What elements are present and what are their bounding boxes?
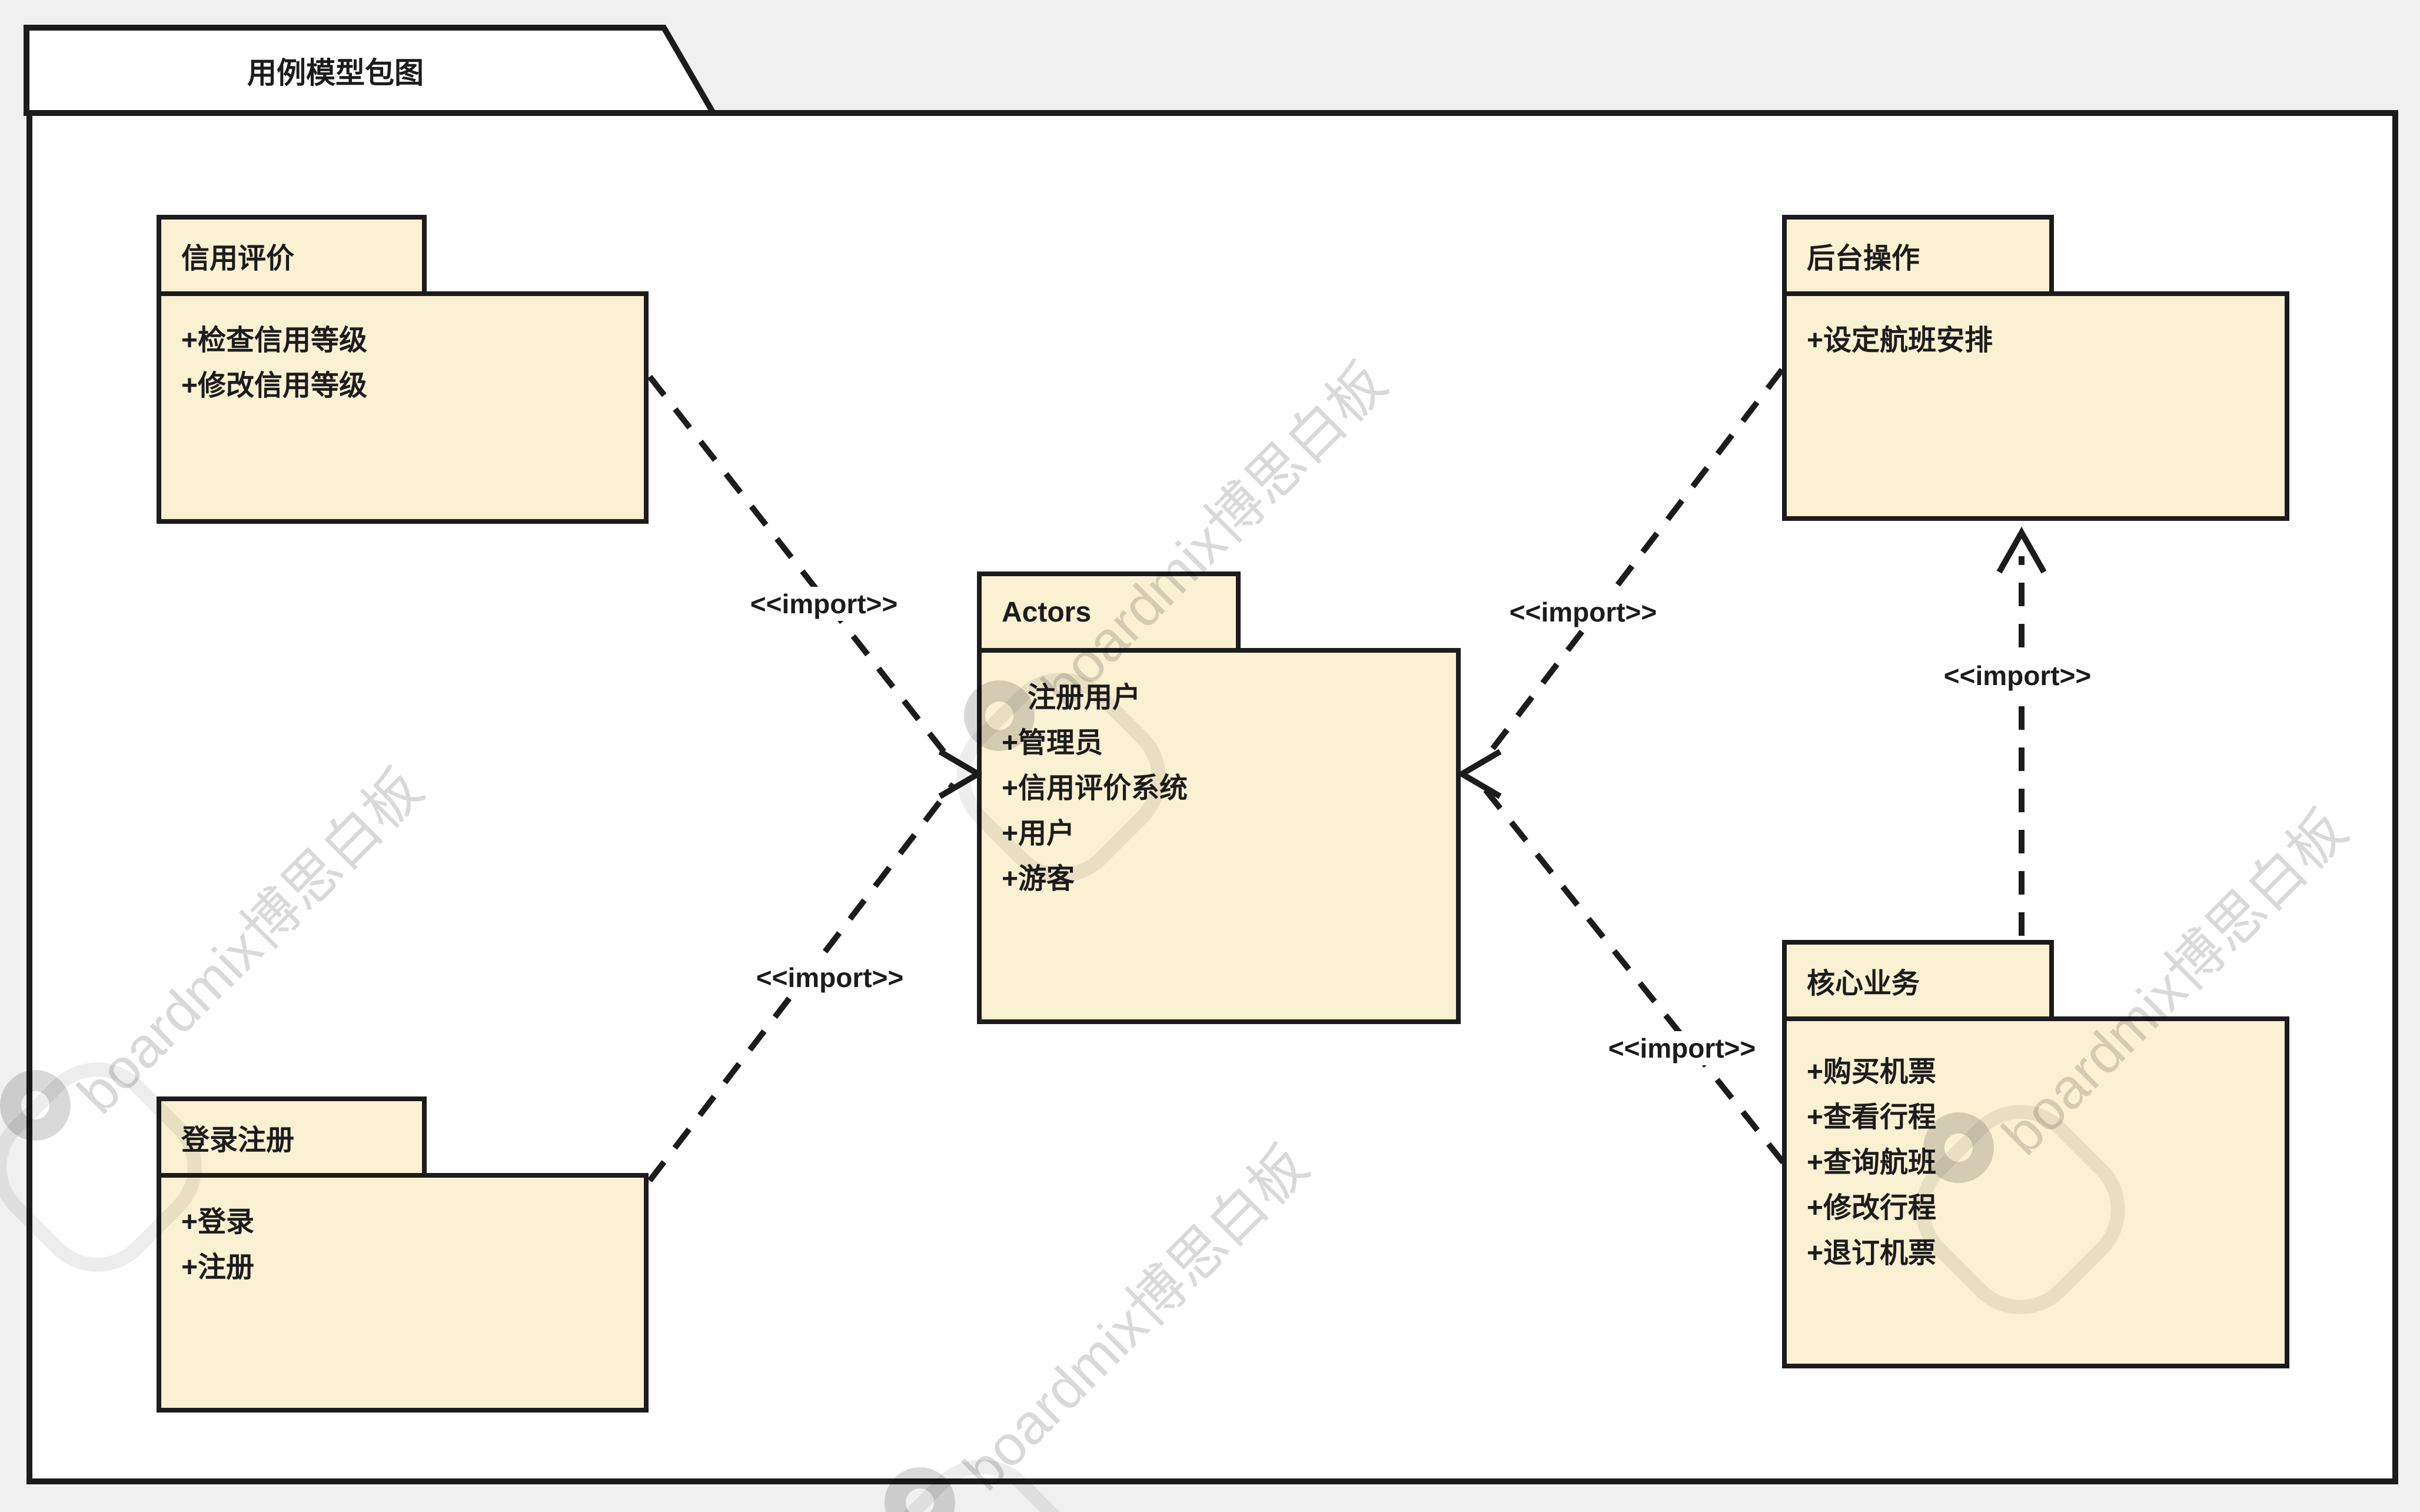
frame-title: 用例模型包图 [247, 57, 424, 89]
import-label-core-to-backend: <<import>> [1935, 659, 2100, 693]
package-body-login-register[interactable]: +登录 +注册 [157, 1173, 649, 1413]
package-member: +管理员 [1002, 727, 1103, 759]
package-title-login-register: 登录注册 [181, 1125, 295, 1156]
import-label-backend-to-actors: <<import>> [1501, 595, 1666, 629]
package-member: +检查信用等级 [181, 325, 368, 356]
package-body-backend-ops[interactable]: +设定航班安排 [1782, 291, 2289, 521]
package-title-backend-ops: 后台操作 [1807, 243, 1920, 274]
package-tab-backend-ops[interactable]: 后台操作 [1782, 215, 2054, 296]
package-body-core-business[interactable]: +购买机票 +查看行程 +查询航班 +修改行程 +退订机票 [1782, 1016, 2289, 1368]
package-member: +修改信用等级 [181, 370, 368, 401]
import-label-login-to-actors: <<import>> [747, 961, 912, 995]
package-member: +注册 [181, 1252, 255, 1283]
package-member: +游客 [1002, 863, 1075, 895]
package-tab-actors[interactable]: Actors [977, 571, 1241, 653]
package-member: +设定航班安排 [1807, 325, 1993, 356]
package-tab-login-register[interactable]: 登录注册 [157, 1096, 427, 1178]
package-body-actors[interactable]: 注册用户 +管理员 +信用评价系统 +用户 +游客 [977, 648, 1461, 1024]
package-member: +退订机票 [1807, 1238, 1937, 1269]
package-title-core-business: 核心业务 [1807, 968, 1920, 999]
package-member: +信用评价系统 [1002, 773, 1188, 804]
package-tab-core-business[interactable]: 核心业务 [1782, 940, 2054, 1021]
package-title-actors: Actors [1002, 596, 1092, 628]
package-member: +用户 [1002, 818, 1075, 849]
package-tab-credit-rating[interactable]: 信用评价 [157, 215, 427, 296]
package-member: +登录 [181, 1207, 255, 1238]
package-title-credit-rating: 信用评价 [181, 243, 295, 274]
import-label-credit-to-actors: <<import>> [742, 587, 906, 621]
import-label-core-to-actors: <<import>> [1600, 1031, 1764, 1065]
package-body-credit-rating[interactable]: +检查信用等级 +修改信用等级 [157, 291, 649, 524]
package-member: +修改行程 [1807, 1192, 1937, 1224]
